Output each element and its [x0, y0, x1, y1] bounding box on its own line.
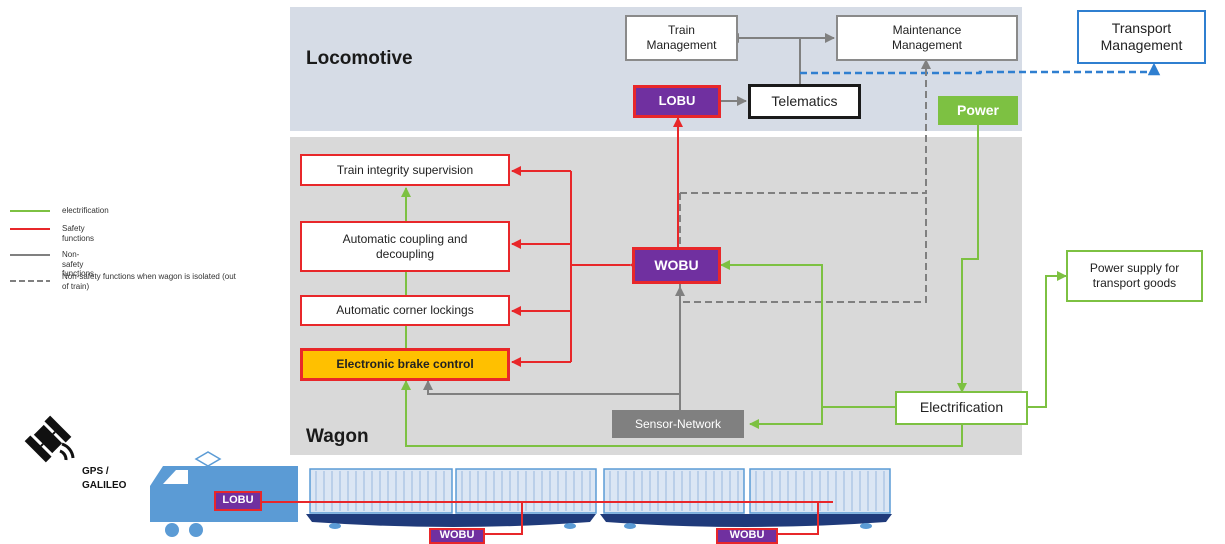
power-supply-label: Power supply for transport goods: [1089, 261, 1180, 290]
gps-label-line2: GALILEO: [82, 480, 127, 491]
train-management-box: Train Management: [625, 15, 738, 61]
maintenance-management-box: Maintenance Management: [836, 15, 1018, 61]
train-wobu-box-2: WOBU: [716, 528, 778, 544]
train-integrity-box: Train integrity supervision: [300, 154, 510, 186]
lobu-label: LOBU: [658, 93, 696, 109]
link-sensor-brake: [423, 380, 680, 395]
link-elec-sensor: [749, 407, 823, 429]
train-wobu-label-2: WOBU: [729, 529, 765, 542]
sensor-network-label: Sensor-Network: [634, 416, 722, 431]
legend-label-non-safety: Non-safety functions: [62, 250, 95, 279]
legend-label-isolated: Non-safety functions when wagon is isola…: [62, 272, 236, 291]
locomotive-title: Locomotive: [306, 48, 413, 69]
train-wobu-link-2: [778, 502, 819, 535]
brake-control-box: Electronic brake control: [300, 348, 510, 381]
legend-label-electrification: electrification: [62, 206, 109, 215]
automatic-coupling-box: Automatic coupling and decoupling: [300, 221, 510, 272]
wagon-frames: [306, 514, 892, 529]
link-transport: [800, 62, 1161, 76]
legend: electrification Safety functions Non-saf…: [0, 0, 236, 291]
lobu-box: LOBU: [633, 85, 721, 118]
link-elec-power-supply: [1028, 271, 1067, 408]
train-management-label: Train Management: [646, 23, 717, 52]
link-elec-wobu: [720, 260, 895, 408]
power-supply-box: Power supply for transport goods: [1066, 250, 1203, 302]
link-isolated-lower: [679, 193, 927, 303]
maintenance-management-label: Maintenance Management: [891, 23, 963, 52]
legend-swatches: [10, 210, 50, 282]
corner-lockings-box: Automatic corner lockings: [300, 295, 510, 326]
train-wobu-link-1: [485, 502, 523, 535]
wagon-title: Wagon: [306, 426, 369, 447]
gps-label-line1: GPS /: [82, 466, 109, 477]
automatic-coupling-label: Automatic coupling and decoupling: [342, 231, 468, 261]
link-isolated-upper: [680, 59, 931, 194]
wagon-containers: [309, 468, 891, 514]
link-elec-brake: [401, 380, 963, 447]
transport-management-label: Transport Management: [1100, 19, 1183, 54]
wobu-label: WOBU: [654, 256, 699, 273]
train-integrity-label: Train integrity supervision: [336, 162, 474, 177]
corner-lockings-label: Automatic corner lockings: [336, 303, 474, 317]
train-lobu-label: LOBU: [222, 494, 254, 507]
power-label: Power: [956, 101, 999, 118]
sensor-network-box: Sensor-Network: [612, 410, 744, 438]
electrification-box: Electrification: [895, 391, 1028, 425]
transport-management-box: Transport Management: [1077, 10, 1206, 64]
brake-control-label: Electronic brake control: [336, 357, 474, 371]
telematics-label: Telematics: [771, 92, 838, 109]
link-power-electrification: [957, 124, 979, 393]
wobu-box: WOBU: [632, 247, 721, 284]
power-box: Power: [938, 96, 1018, 125]
satellite-icon: [24, 415, 75, 463]
train-lobu-box: LOBU: [214, 491, 262, 511]
train-wobu-label-1: WOBU: [439, 529, 475, 542]
electrification-label: Electrification: [919, 399, 1004, 416]
train-wobu-box-1: WOBU: [429, 528, 485, 544]
telematics-box: Telematics: [748, 84, 861, 119]
legend-label-safety: Safety functions: [62, 224, 95, 243]
